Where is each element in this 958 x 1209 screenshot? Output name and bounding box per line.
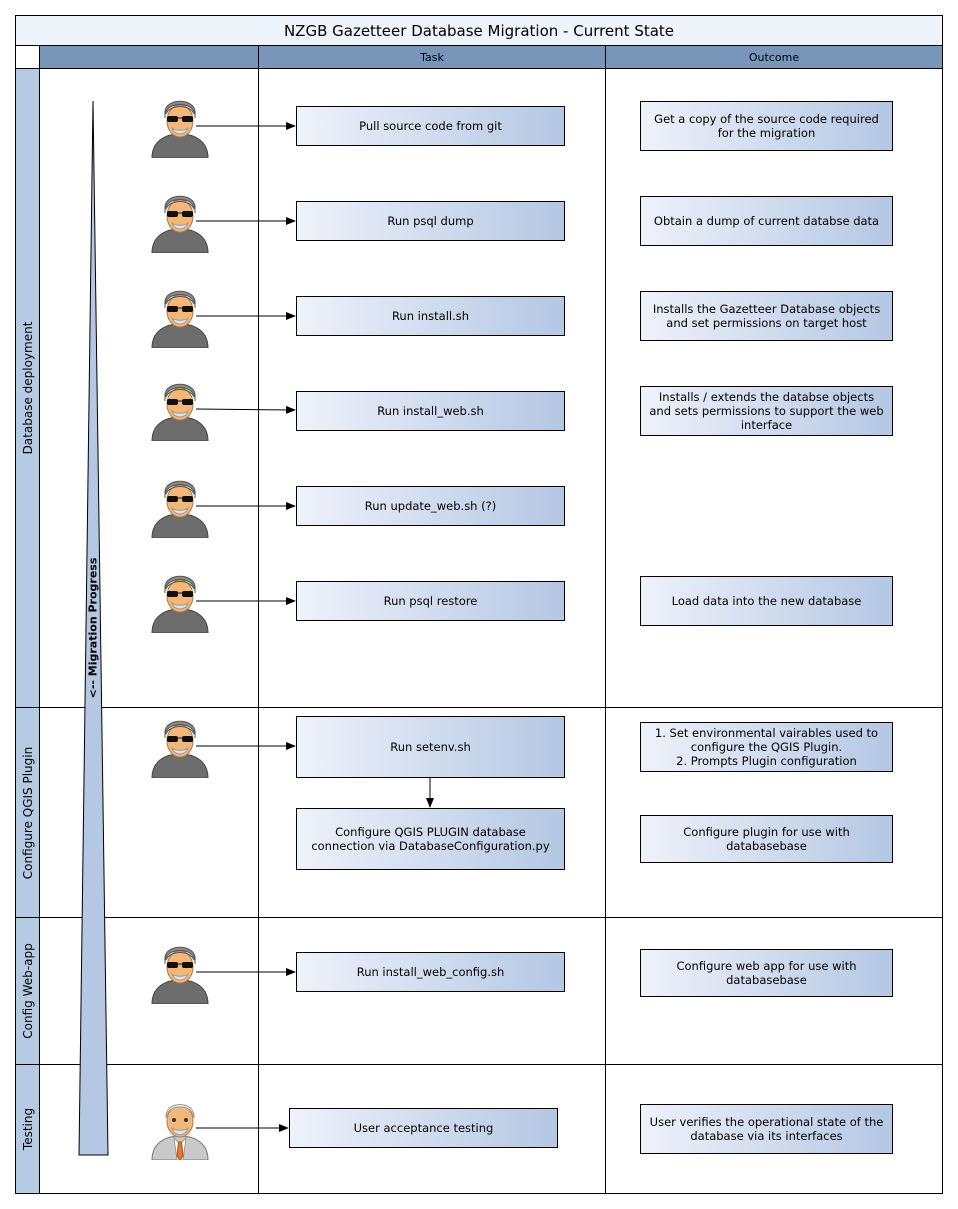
hooded-person-with-sunglasses-icon	[151, 946, 209, 1004]
lane-label-database-deployment: Database deployment	[15, 68, 40, 708]
lane-label-testing: Testing	[15, 1064, 40, 1194]
outcome-configure-web-app: Configure web app for use with databaseb…	[640, 949, 893, 997]
hooded-person-with-sunglasses-icon	[151, 720, 209, 778]
task-run-install-web-sh: Run install_web.sh	[296, 391, 565, 431]
hooded-person-with-sunglasses-icon	[151, 290, 209, 348]
column-divider	[605, 68, 606, 1194]
outcome-configure-plugin: Configure plugin for use with databaseba…	[640, 815, 893, 863]
outcome-install-web-objects: Installs / extends the databse objects a…	[640, 386, 893, 436]
task-run-psql-restore: Run psql restore	[296, 581, 565, 621]
lane-label-config-web-app: Config Web-app	[15, 917, 40, 1065]
outcome-set-environment-variables: 1. Set environmental vairables used to c…	[640, 722, 893, 772]
outcome-database-dump: Obtain a dump of current databse data	[640, 196, 893, 246]
task-run-setenv-sh: Run setenv.sh	[296, 716, 565, 778]
hooded-person-with-sunglasses-icon	[151, 100, 209, 158]
task-run-psql-dump: Run psql dump	[296, 201, 565, 241]
task-pull-source-code: Pull source code from git	[296, 106, 565, 146]
outcome-install-database-objects: Installs the Gazetteer Database objects …	[640, 291, 893, 341]
task-run-install-sh: Run install.sh	[296, 296, 565, 336]
lane-divider	[15, 917, 943, 918]
task-run-install-web-config-sh: Run install_web_config.sh	[296, 952, 565, 992]
task-run-update-web-sh: Run update_web.sh (?)	[296, 486, 565, 526]
outcome-load-data: Load data into the new database	[640, 576, 893, 626]
diagram-title: NZGB Gazetteer Database Migration - Curr…	[15, 15, 943, 46]
hooded-person-with-sunglasses-icon	[151, 195, 209, 253]
lane-divider	[15, 1064, 943, 1065]
outcome-user-verification: User verifies the operational state of t…	[640, 1104, 893, 1154]
lane-label-configure-qgis-plugin: Configure QGIS Plugin	[15, 707, 40, 918]
task-configure-qgis-plugin: Configure QGIS PLUGIN database connectio…	[296, 808, 565, 870]
business-person-with-tie-icon	[151, 1104, 209, 1160]
hooded-person-with-sunglasses-icon	[151, 480, 209, 538]
lane-divider	[15, 707, 943, 708]
task-user-acceptance-testing: User acceptance testing	[289, 1108, 558, 1148]
outcome-source-code-copy: Get a copy of the source code required f…	[640, 101, 893, 151]
hooded-person-with-sunglasses-icon	[151, 383, 209, 441]
column-divider	[258, 68, 259, 1194]
hooded-person-with-sunglasses-icon	[151, 575, 209, 633]
